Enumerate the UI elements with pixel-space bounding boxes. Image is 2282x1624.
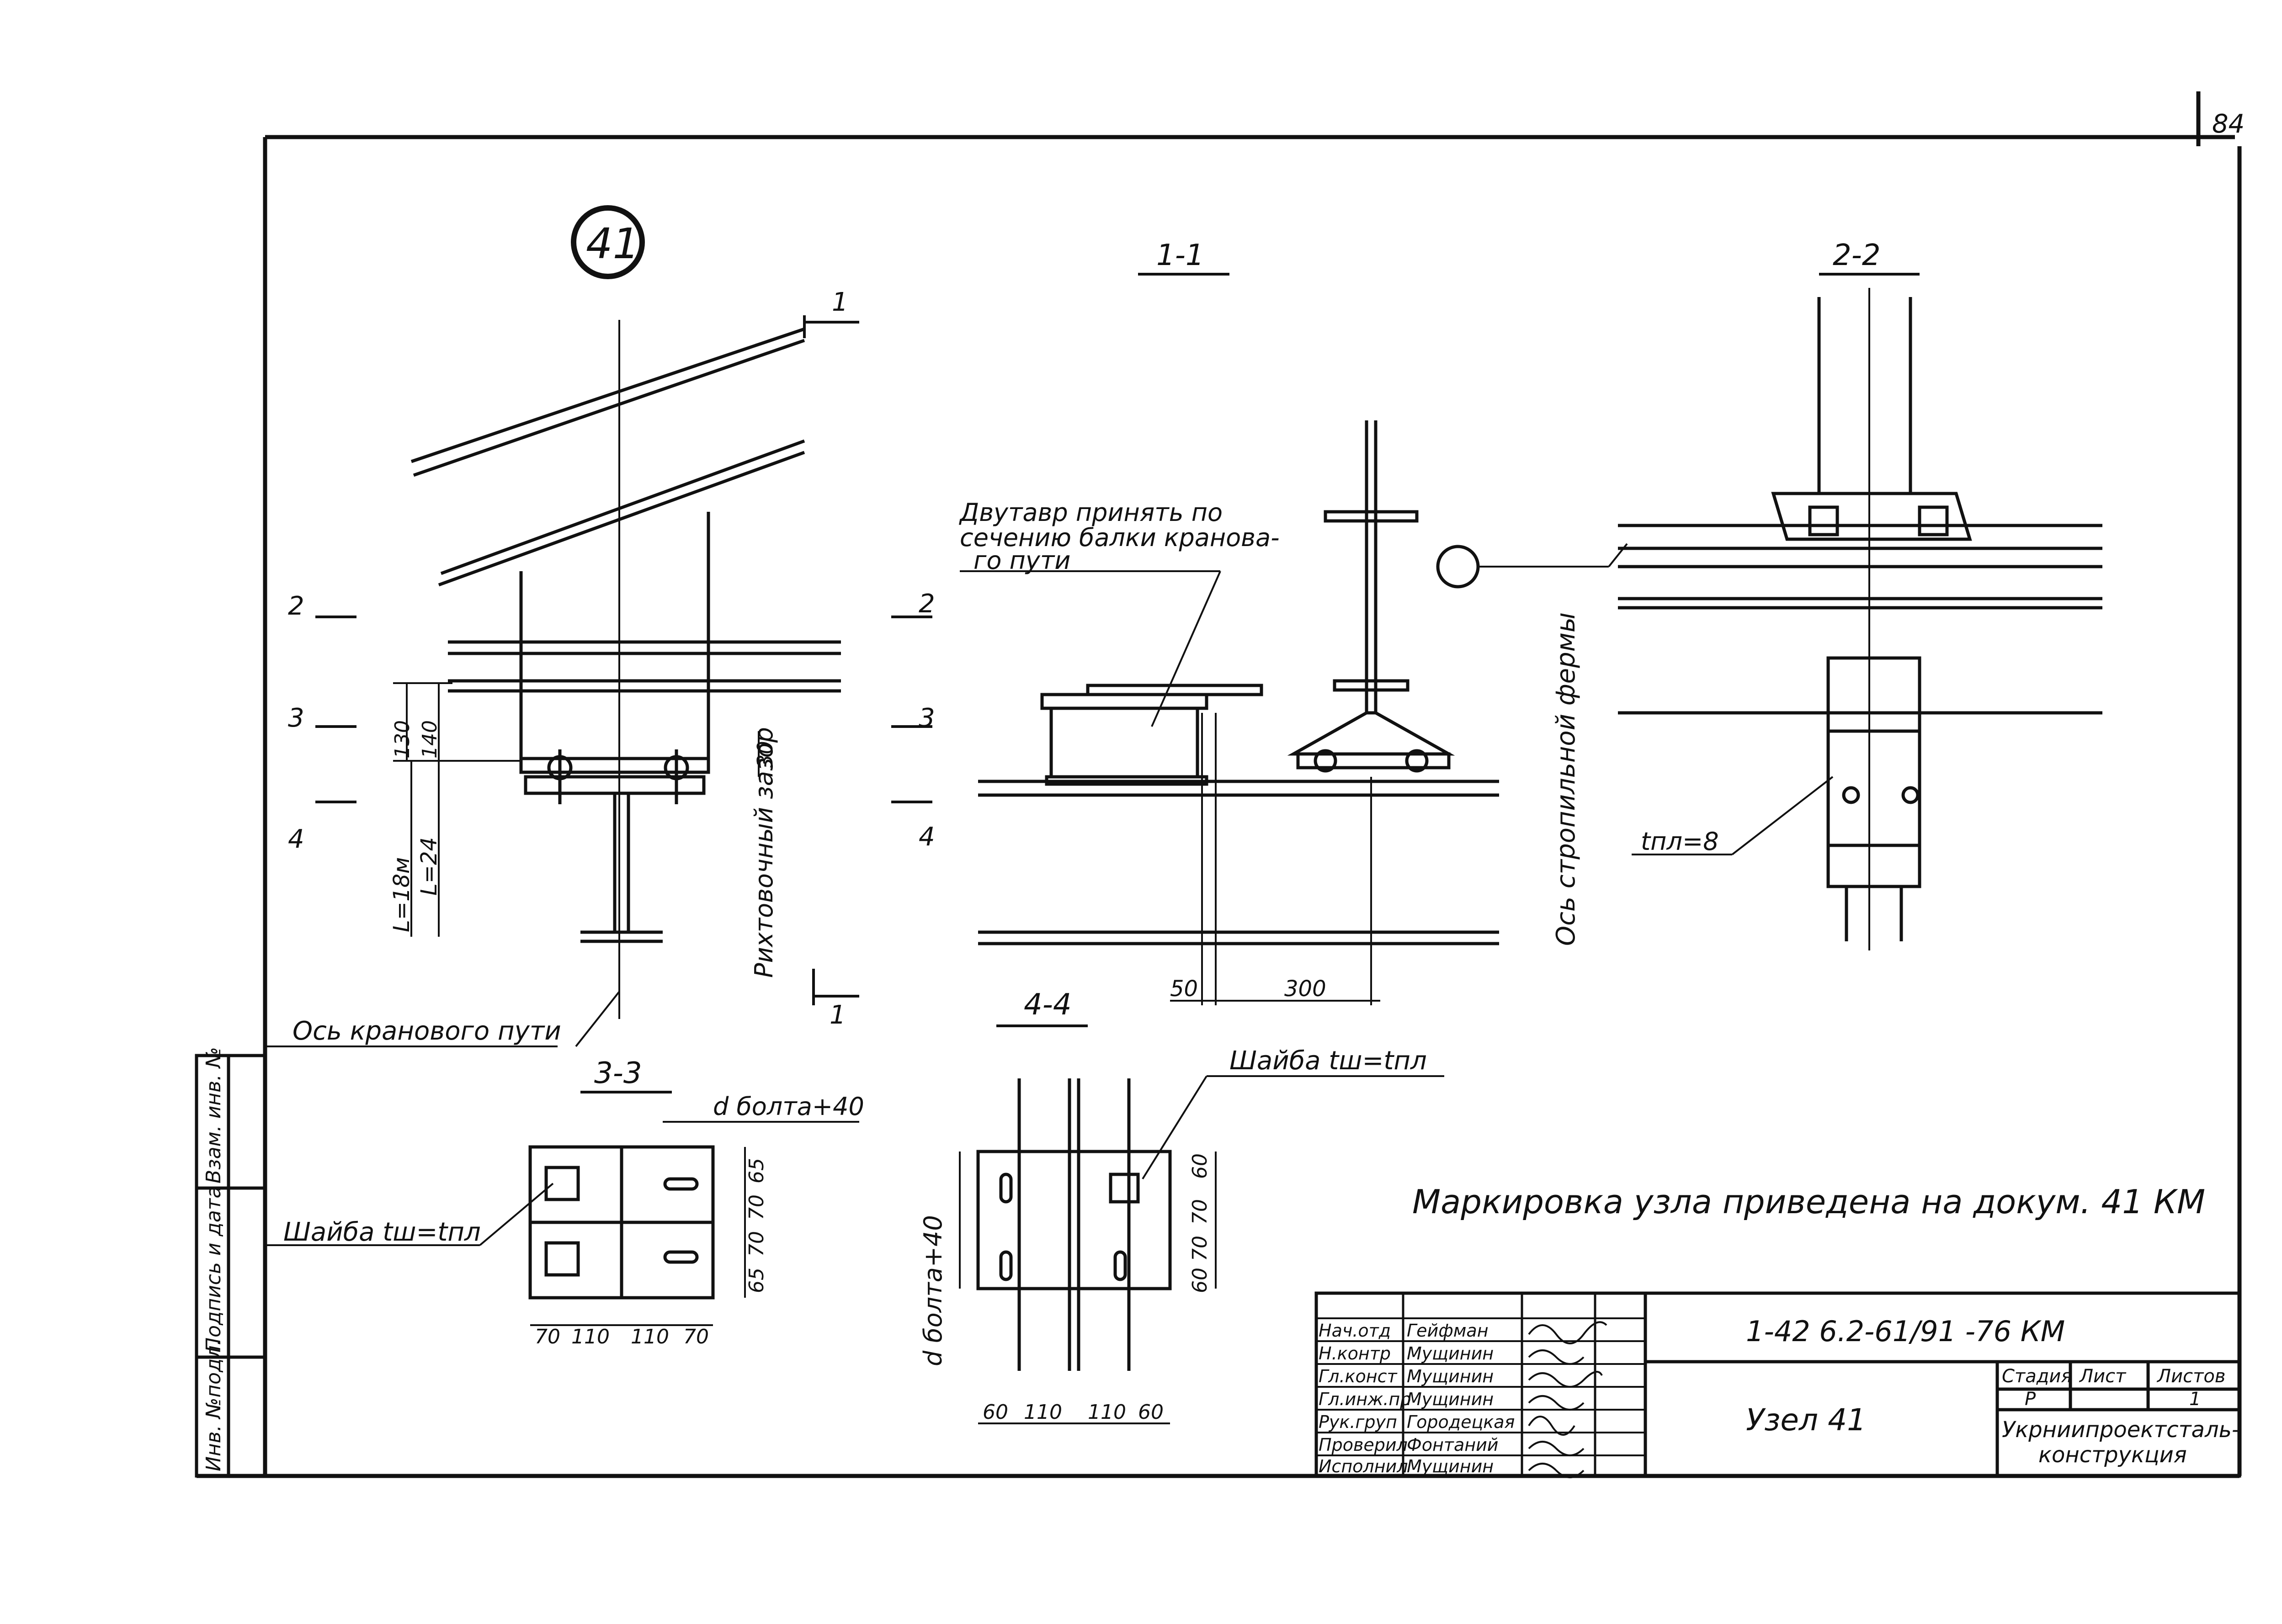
gap-label: Рихтовочный зазор (750, 727, 778, 978)
signature-name: Гейфман (1407, 1321, 1489, 1341)
section-3-3-dim-v1: 65 (745, 1158, 768, 1184)
signature-role: Гл.инж.пр (1319, 1389, 1411, 1409)
signature-rows: Нач.отд Гейфман Н.контр Мущинин Гл.конст… (1319, 1321, 1515, 1476)
signature-name: Мущинин (1407, 1456, 1494, 1476)
section-4-4-dim-v3: 70 (1188, 1236, 1212, 1261)
signature-role: Рук.груп (1319, 1412, 1397, 1432)
section-4-4-dim-v1: 60 (1188, 1153, 1212, 1179)
signature-scribbles (1528, 1321, 1607, 1478)
section-1-1-note-line3: го пути (973, 546, 1070, 575)
cut-mark-1-bottom: 1 (830, 1000, 846, 1030)
org-line-1: Укрниипроектсталь- (2002, 1417, 2239, 1443)
section-3-3-dim-v3: 70 (745, 1231, 768, 1257)
col-stage: Стадия (2002, 1366, 2072, 1387)
signature-role: Исполнил (1319, 1456, 1408, 1476)
section-3-3-bolt-label: d болта+40 (713, 1092, 864, 1121)
section-4-4 (959, 1075, 1444, 1424)
signature-name: Мущинин (1407, 1366, 1494, 1386)
doc-code: 1-42 6.2-61/91 -76 КМ (1746, 1315, 2065, 1348)
section-3-3-dim-h4: 70 (683, 1325, 709, 1348)
section-3-3-dim-v4: 65 (745, 1268, 768, 1293)
page-number: 84 (2212, 109, 2245, 139)
org-line-2: конструкция (2038, 1442, 2187, 1468)
node-number: 41 (586, 219, 639, 268)
section-title-3-3: 3-3 (594, 1056, 642, 1090)
marking-note: Маркировка узла приведена на докум. 41 К… (1412, 1183, 2205, 1221)
section-3-3-dim-h2: 110 (571, 1325, 610, 1348)
main-dim-130: 130 (391, 720, 414, 759)
cut-marks (315, 315, 932, 1005)
node-number-marker: 41 (571, 205, 645, 279)
section-4-4-dim-h1: 60 (983, 1401, 1008, 1424)
section-4-4-dim-h4: 60 (1138, 1401, 1164, 1424)
main-view (265, 320, 841, 1047)
main-dim-l24: L=24 (416, 837, 442, 896)
section-3-3-dim-h1: 70 (535, 1325, 560, 1348)
col-sheets: Листов (2156, 1366, 2225, 1387)
crane-axis-label: Ось кранового пути (293, 1016, 561, 1046)
drawing-title: Узел 41 (1746, 1402, 1866, 1438)
section-title-1-1: 1-1 (1156, 239, 1204, 272)
section-3-3-dim-v2: 70 (745, 1194, 768, 1220)
signature-name: Мущинин (1407, 1343, 1494, 1364)
section-4-4-dim-h2: 110 (1024, 1401, 1062, 1424)
signature-name: Городецкая (1407, 1412, 1515, 1432)
cut-mark-2-right: 2 (919, 589, 935, 619)
section-1-1-note-line2: сечению балки кранова- (960, 523, 1280, 552)
section-title-2-2: 2-2 (1833, 239, 1881, 272)
cut-mark-4-right: 4 (919, 822, 935, 852)
section-3-3-dim-h3: 110 (631, 1325, 669, 1348)
side-stamp: Инв. №подл. Подпись и дата Взам. инв. № (195, 1047, 267, 1478)
section-4-4-dim-h3: 110 (1088, 1401, 1126, 1424)
truss-axis-label: Ось стропильной фермы (1551, 612, 1581, 946)
side-stamp-inv: Инв. №подл. (202, 1339, 225, 1471)
stage-value: Р (2025, 1389, 2036, 1410)
cut-mark-3-left: 3 (288, 703, 304, 733)
gap-value: 30 (753, 741, 777, 768)
section-1-1-dim-50: 50 (1170, 976, 1198, 1002)
section-title-4-4: 4-4 (1024, 988, 1072, 1022)
signature-role: Нач.отд (1319, 1321, 1391, 1341)
cut-mark-1-top: 1 (832, 287, 848, 317)
side-stamp-replace: Взам. инв. № (202, 1047, 225, 1184)
cut-mark-4-left: 4 (288, 824, 304, 854)
signature-name: Фонтаний (1407, 1435, 1498, 1455)
section-1-1-note-line1: Двутавр принять по (959, 498, 1223, 527)
sheet-frame (197, 91, 2242, 1478)
section-1-1 (960, 420, 1499, 1005)
side-stamp-sign: Подпись и дата (202, 1186, 225, 1353)
main-dim-140: 140 (418, 720, 442, 759)
section-4-4-bolt-label: d болта+40 (919, 1215, 947, 1366)
section-4-4-dim-v2: 70 (1188, 1199, 1212, 1225)
section-3-3 (265, 1121, 859, 1326)
section-4-4-washer-label: Шайба tш=tпл (1229, 1046, 1427, 1076)
signature-name: Мущинин (1407, 1389, 1494, 1409)
col-sheet: Лист (2079, 1366, 2127, 1387)
plate-thickness-label: tпл=8 (1641, 827, 1719, 856)
signature-role: Н.контр (1319, 1343, 1391, 1364)
section-2-2 (1436, 288, 2102, 950)
signature-role: Гл.конст (1319, 1366, 1398, 1386)
main-dim-l18: L=18м (389, 857, 415, 932)
cut-mark-2-left: 2 (288, 591, 304, 621)
cut-mark-3-right: 3 (919, 703, 935, 733)
section-4-4-dim-v4: 60 (1188, 1268, 1212, 1293)
section-3-3-washer-label: Шайба tш=tпл (283, 1217, 481, 1247)
sheets-value: 1 (2189, 1389, 2201, 1410)
section-1-1-dim-300: 300 (1284, 976, 1326, 1002)
signature-role: Проверил (1319, 1435, 1408, 1455)
